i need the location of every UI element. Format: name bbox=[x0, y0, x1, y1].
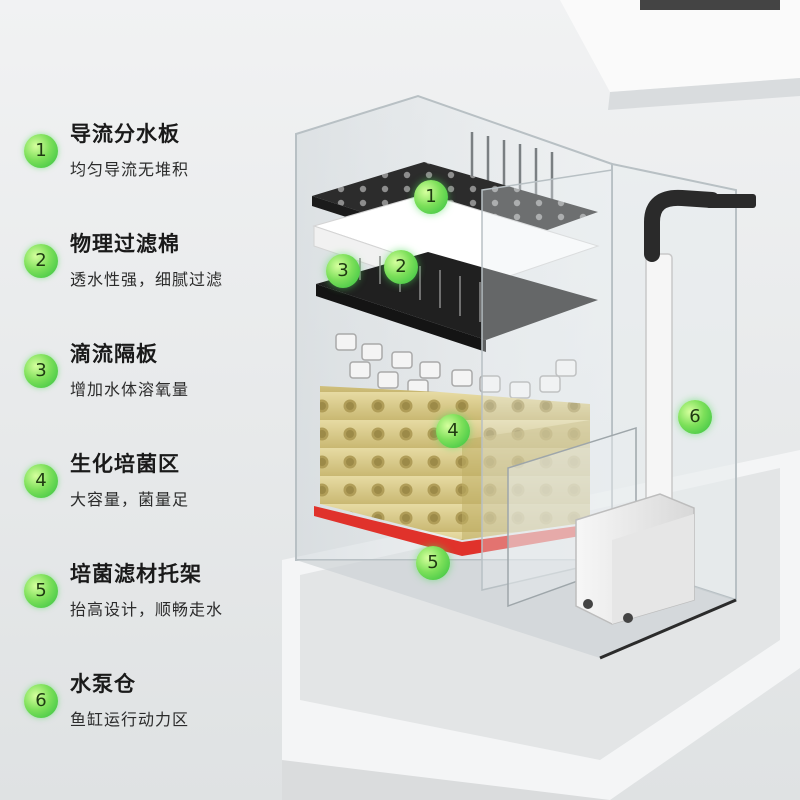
callout-3: 3 bbox=[326, 254, 360, 288]
legend-title: 培菌滤材托架 bbox=[70, 562, 202, 586]
pump-elbow bbox=[644, 189, 720, 262]
legend-number-badge: 5 bbox=[24, 574, 58, 608]
callout-5: 5 bbox=[416, 546, 450, 580]
legend-item: 2 物理过滤棉 透水性强，细腻过滤 bbox=[24, 228, 304, 298]
callout-2: 2 bbox=[384, 250, 418, 284]
sump-front-edge bbox=[599, 598, 737, 660]
legend-number-badge: 3 bbox=[24, 354, 58, 388]
legend-desc: 透水性强，细腻过滤 bbox=[70, 270, 224, 289]
legend-desc: 鱼缸运行动力区 bbox=[70, 710, 190, 729]
legend-item: 6 水泵仓 鱼缸运行动力区 bbox=[24, 668, 304, 738]
legend-item: 3 滴流隔板 增加水体溶氧量 bbox=[24, 338, 304, 408]
base-shelf-front bbox=[282, 760, 610, 800]
legend-desc: 大容量，菌量足 bbox=[70, 490, 190, 509]
legend-item: 4 生化培菌区 大容量，菌量足 bbox=[24, 448, 304, 518]
pump-nozzle bbox=[706, 194, 756, 208]
legend-title: 生化培菌区 bbox=[70, 452, 180, 476]
legend-desc: 增加水体溶氧量 bbox=[70, 380, 190, 399]
cabinet-top-edge bbox=[608, 78, 800, 110]
pump-pipe bbox=[645, 253, 673, 515]
pump-foot bbox=[623, 613, 633, 623]
callout-4: 4 bbox=[436, 414, 470, 448]
legend-number-badge: 4 bbox=[24, 464, 58, 498]
trickle-plate-edge bbox=[316, 284, 486, 352]
legend-number-badge: 1 bbox=[24, 134, 58, 168]
pump-foot bbox=[583, 599, 593, 609]
media-tray bbox=[314, 506, 592, 556]
legend-title: 导流分水板 bbox=[70, 122, 180, 146]
callout-6: 6 bbox=[678, 400, 712, 434]
bio-foam-side bbox=[462, 420, 590, 540]
legend-item: 5 培菌滤材托架 抬高设计，顺畅走水 bbox=[24, 558, 304, 628]
pump-body-front bbox=[612, 514, 694, 624]
callout-1: 1 bbox=[414, 180, 448, 214]
legend-number-badge: 6 bbox=[24, 684, 58, 718]
legend-desc: 抬高设计，顺畅走水 bbox=[70, 600, 224, 619]
legend-desc: 均匀导流无堆积 bbox=[70, 160, 190, 179]
cabinet-top-detail bbox=[640, 0, 780, 10]
legend-item: 1 导流分水板 均匀导流无堆积 bbox=[24, 118, 304, 188]
legend-number-badge: 2 bbox=[24, 244, 58, 278]
legend-title: 滴流隔板 bbox=[70, 342, 158, 366]
legend-title: 水泵仓 bbox=[70, 672, 136, 696]
cabinet-top bbox=[560, 0, 800, 92]
legend-title: 物理过滤棉 bbox=[70, 232, 180, 256]
